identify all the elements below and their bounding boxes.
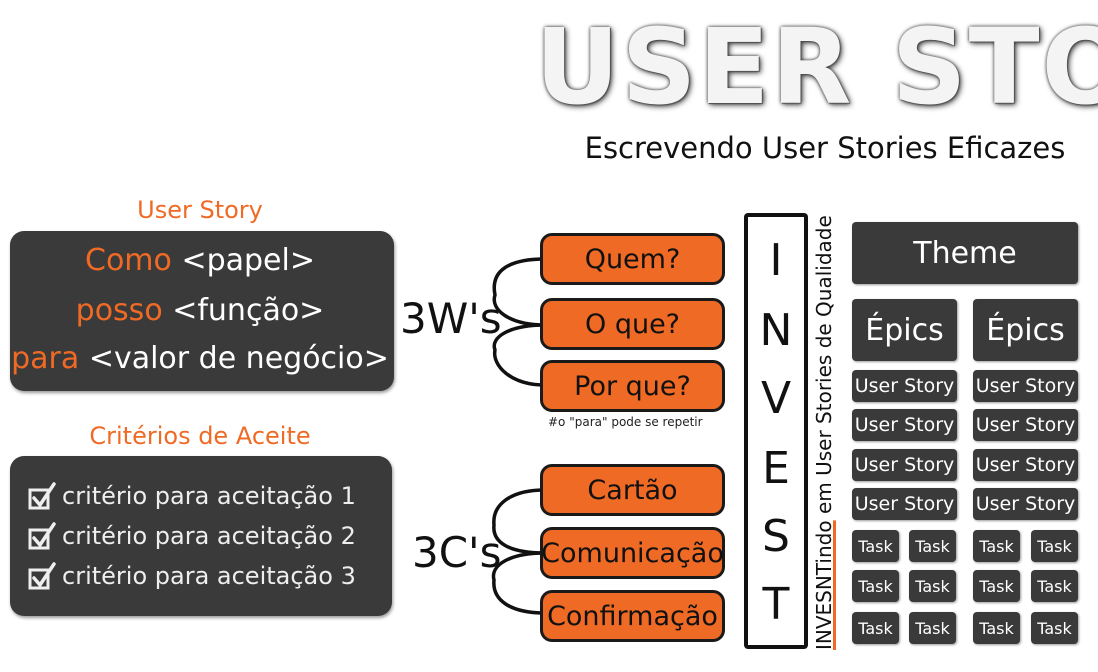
- connector-brackets: [491, 257, 547, 615]
- invest-letter: V: [760, 373, 792, 424]
- user-story-tile: User Story: [852, 409, 957, 441]
- story-placeholder: <função>: [172, 293, 325, 328]
- pill-communication: Comunicação: [540, 527, 725, 579]
- theme-tile: Theme: [852, 222, 1078, 284]
- invest-column: I N V E S T: [744, 213, 808, 649]
- invest-letter: N: [759, 305, 793, 356]
- task-tile: Task: [852, 570, 899, 602]
- story-line-role: Como <papel>: [10, 243, 390, 278]
- checkbox-checked-icon: [28, 482, 56, 510]
- user-story-tile: User Story: [973, 488, 1078, 520]
- user-story-heading: User Story: [137, 196, 263, 224]
- story-line-function: posso <função>: [10, 293, 390, 328]
- story-keyword: posso: [75, 293, 163, 328]
- checkbox-checked-icon: [28, 562, 56, 590]
- story-keyword: Como: [85, 243, 172, 278]
- user-story-tile: User Story: [973, 409, 1078, 441]
- user-story-tile: User Story: [852, 370, 957, 402]
- task-tile: Task: [852, 530, 899, 562]
- invest-letter: E: [762, 443, 790, 494]
- pill-who: Quem?: [540, 233, 725, 285]
- main-title: USER STORY: [535, 6, 1098, 128]
- task-tile: Task: [909, 612, 956, 644]
- task-tile: Task: [909, 530, 956, 562]
- criteria-card: critério para aceitação 1 critério para …: [10, 456, 392, 616]
- pill-card: Cartão: [540, 464, 725, 516]
- story-line-value: para <valor de negócio>: [10, 341, 390, 376]
- user-story-tile: User Story: [852, 449, 957, 481]
- pill-confirmation: Confirmação: [540, 590, 725, 642]
- user-story-tile: User Story: [973, 370, 1078, 402]
- pill-why: Por que?: [540, 360, 725, 412]
- task-tile: Task: [909, 570, 956, 602]
- epic-tile: Épics: [852, 299, 957, 361]
- pill-what: O que?: [540, 298, 725, 350]
- three-c-label: 3C's: [412, 528, 502, 577]
- task-tile: Task: [1031, 570, 1078, 602]
- checkbox-checked-icon: [28, 522, 56, 550]
- task-tile: Task: [973, 570, 1020, 602]
- invest-caption-highlight: INVESNTindo: [812, 520, 836, 650]
- story-keyword: para: [11, 341, 80, 376]
- three-w-label: 3W's: [400, 294, 502, 343]
- subtitle: Escrevendo User Stories Eficazes: [584, 131, 1066, 165]
- invest-caption: INVESNTindo em User Stories de Qualidade: [812, 215, 836, 650]
- invest-letter: S: [762, 511, 790, 562]
- user-story-tile: User Story: [852, 488, 957, 520]
- invest-letter: I: [769, 235, 783, 286]
- invest-letter: T: [762, 579, 790, 630]
- story-placeholder: <valor de negócio>: [88, 341, 389, 376]
- task-tile: Task: [973, 612, 1020, 644]
- criteria-item: critério para aceitação 1: [28, 478, 356, 514]
- criteria-item: critério para aceitação 2: [28, 518, 356, 554]
- task-tile: Task: [1031, 612, 1078, 644]
- task-tile: Task: [1031, 530, 1078, 562]
- user-story-tile: User Story: [973, 449, 1078, 481]
- epic-tile: Épics: [973, 299, 1078, 361]
- invest-caption-text: em User Stories de Qualidade: [812, 215, 836, 521]
- criteria-item: critério para aceitação 3: [28, 558, 356, 594]
- task-tile: Task: [852, 612, 899, 644]
- story-placeholder: <papel>: [181, 243, 315, 278]
- repeat-note: #o "para" pode se repetir: [548, 415, 703, 429]
- task-tile: Task: [973, 530, 1020, 562]
- user-story-card: Como <papel> posso <função> para <valor …: [10, 231, 394, 391]
- criteria-heading: Critérios de Aceite: [89, 422, 311, 450]
